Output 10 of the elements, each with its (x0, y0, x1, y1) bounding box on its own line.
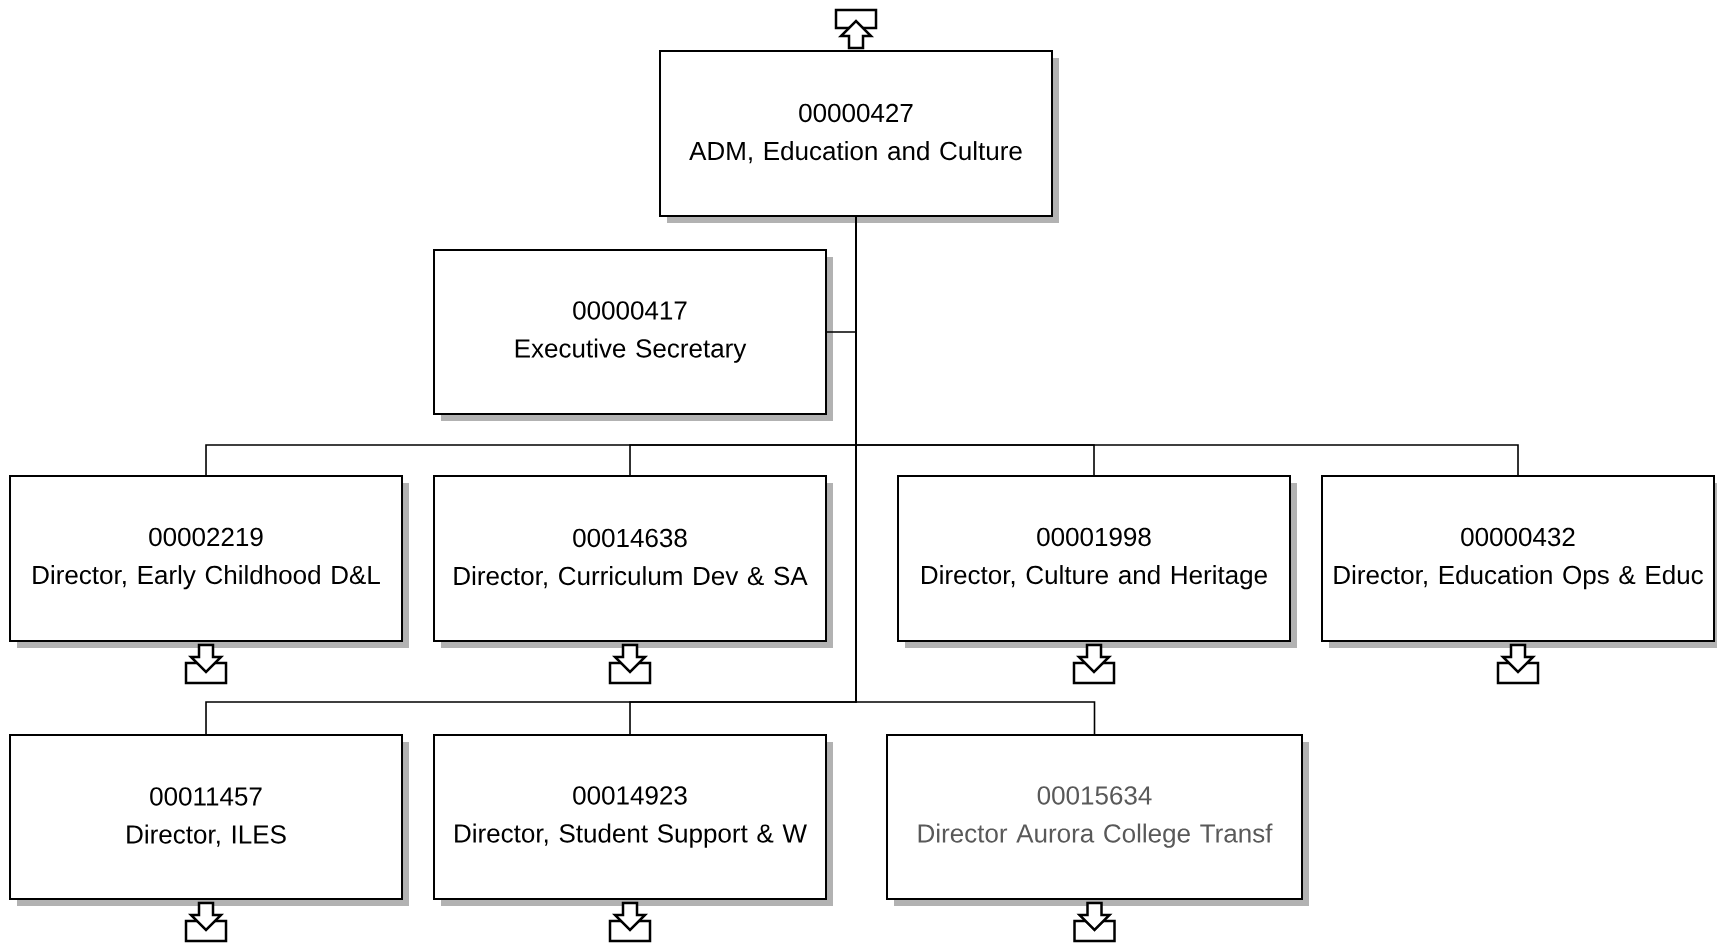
position-box: 00015634 Director Aurora College Transf (886, 734, 1309, 906)
position-box: 00011457 Director, ILES (9, 734, 409, 906)
position-box: 00001998 Director, Culture and Heritage (897, 475, 1297, 648)
position-box: 00014638 Director, Curriculum Dev & SA (433, 475, 833, 648)
position-box: 00000427 ADM, Education and Culture (659, 50, 1059, 223)
position-box: 00000432 Director, Education Ops & Educ (1321, 475, 1717, 648)
position-box: 00002219 Director, Early Childhood D&L (9, 475, 409, 648)
connector-line (855, 216, 1096, 735)
position-box: 00000417 Executive Secretary (433, 249, 833, 421)
position-box: 00014923 Director, Student Support & W (433, 734, 833, 906)
